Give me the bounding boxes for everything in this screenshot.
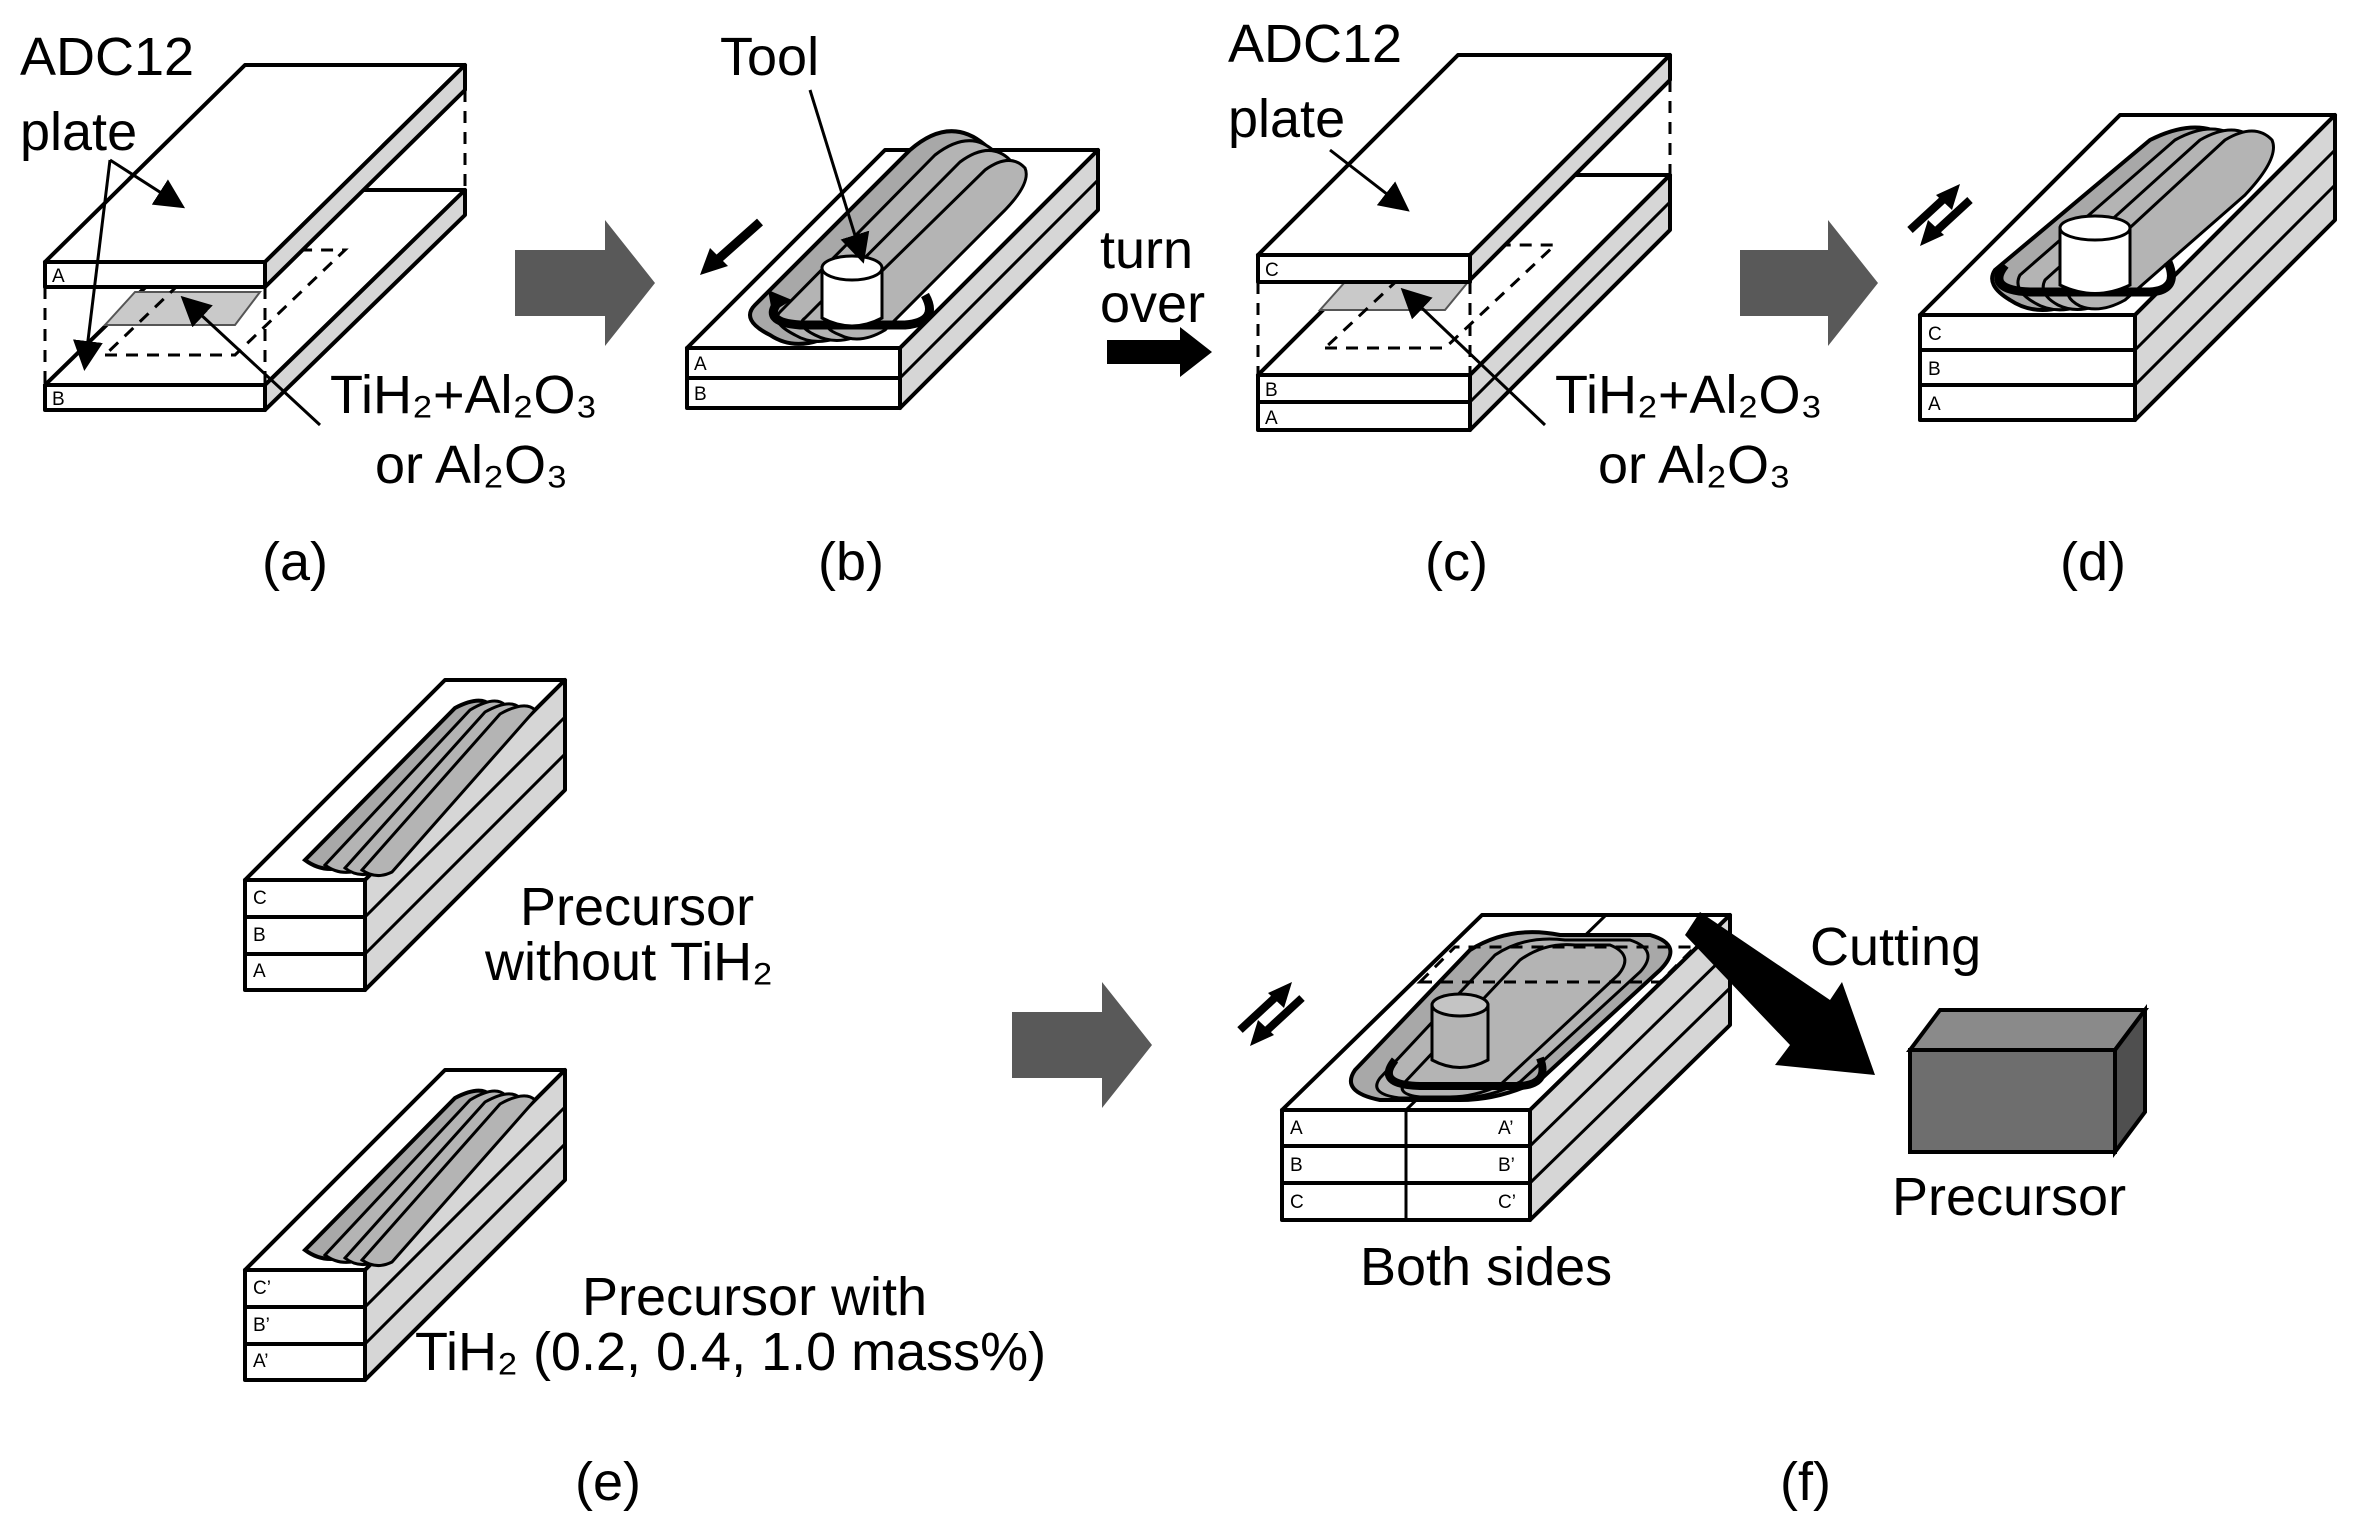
layer-label: B [52, 389, 65, 410]
tool-label: Tool [720, 27, 819, 87]
plate-a-front [43, 260, 267, 289]
precursor-without-tih2: C B A Precursor without TiH₂ [243, 678, 773, 992]
layer-label: A [1928, 394, 1941, 415]
plate-b-front [43, 383, 267, 412]
powder-label: TiH₂+Al₂O₃ [1555, 365, 1822, 425]
layer-label: C’ [1498, 1192, 1516, 1213]
caption-a: (a) [262, 532, 328, 592]
panel-c: B A C ADC12 plate TiH₂+Al₂O₃ or Al₂O₃ (c… [1228, 14, 1822, 592]
step-arrow [1012, 982, 1152, 1108]
tool-cylinder [2058, 226, 2132, 295]
layer-label: C [253, 888, 267, 909]
panel-f: A B C A’ B’ C’ Both sides Cutting Precur… [1237, 912, 2149, 1512]
powder-layer [1317, 281, 1471, 311]
precursor-label: Precursor [520, 877, 754, 937]
powder-label: or Al₂O₃ [1598, 435, 1791, 495]
turn-over-arrow [1107, 327, 1212, 377]
turn-over-step: turn over [1100, 220, 1212, 377]
caption-c: (c) [1425, 532, 1488, 592]
travel-arrow [1907, 192, 1951, 233]
layer-label: A’ [253, 1351, 268, 1372]
turn-over-label: over [1100, 274, 1205, 334]
cutting-arrow [1685, 912, 1875, 1075]
caption-e: (e) [575, 1452, 641, 1512]
precursor-label: TiH₂ (0.2, 0.4, 1.0 mass%) [415, 1322, 1046, 1382]
tool-cylinder [1430, 1003, 1490, 1069]
powder-layer [102, 291, 263, 326]
layer-label: A [694, 354, 707, 375]
panel-b: A B Tool (b) [685, 27, 1100, 592]
layer-label: B [1290, 1155, 1303, 1176]
step-arrow [515, 220, 655, 346]
layer-label: C [1290, 1192, 1304, 1213]
layer-label: A’ [1498, 1118, 1513, 1139]
powder-label: TiH₂+Al₂O₃ [330, 365, 597, 425]
precursor-label: Precursor with [582, 1267, 927, 1327]
pointer-arrow [73, 159, 112, 371]
product-label: Precursor [1892, 1167, 2126, 1227]
layer-label: C [1928, 324, 1942, 345]
pointer-arrow [1329, 148, 1410, 212]
pointer-arrow [180, 295, 322, 427]
layer-b [685, 376, 902, 410]
layer-label: A [1290, 1118, 1303, 1139]
rotation-arrow [1385, 1056, 1547, 1090]
turn-over-label: turn [1100, 220, 1193, 280]
plate-label: plate [20, 102, 137, 162]
layer-label: B [1928, 359, 1941, 380]
layer-label: C [1265, 260, 1279, 281]
layer-label: C’ [253, 1278, 271, 1299]
plate-label: plate [1228, 89, 1345, 149]
panel-d: C B A (d) [1907, 113, 2337, 592]
pointer-arrow [1400, 287, 1547, 427]
layer-a [685, 346, 902, 380]
layer-label: B’ [1498, 1155, 1515, 1176]
plate-label: ADC12 [20, 27, 194, 87]
layer-label: B’ [253, 1315, 270, 1336]
both-sides-label: Both sides [1360, 1237, 1612, 1297]
powder-label: or Al₂O₃ [375, 435, 568, 495]
layer-label: B [1265, 380, 1278, 401]
plate-label: ADC12 [1228, 14, 1402, 74]
precursor-label: without TiH₂ [484, 932, 773, 992]
layer-label: B [253, 925, 266, 946]
caption-d: (d) [2060, 532, 2126, 592]
caption-f: (f) [1780, 1452, 1831, 1512]
layer-label: A [1265, 408, 1278, 429]
pointer-arrow [109, 158, 186, 209]
pointer-arrow [808, 89, 870, 264]
precursor-with-tih2: C’ B’ A’ Precursor with TiH₂ (0.2, 0.4, … [243, 1068, 1046, 1382]
travel-arrow [1237, 990, 1283, 1033]
panel-a: A B ADC12 plate TiH₂+Al₂O₃ or Al₂O₃ (a) [20, 27, 597, 592]
layer-label: A [253, 961, 266, 982]
layer-label: B [694, 384, 707, 405]
travel-arrow [712, 218, 763, 266]
precursor-block [1906, 1008, 2149, 1052]
panel-e: C B A Precursor without TiH₂ C’ B’ A’ [243, 678, 1046, 1512]
layer-label: A [52, 266, 65, 287]
caption-b: (b) [818, 532, 884, 592]
step-arrow [1740, 220, 1878, 346]
cutting-label: Cutting [1810, 917, 1981, 977]
tool-cylinder [820, 266, 884, 328]
